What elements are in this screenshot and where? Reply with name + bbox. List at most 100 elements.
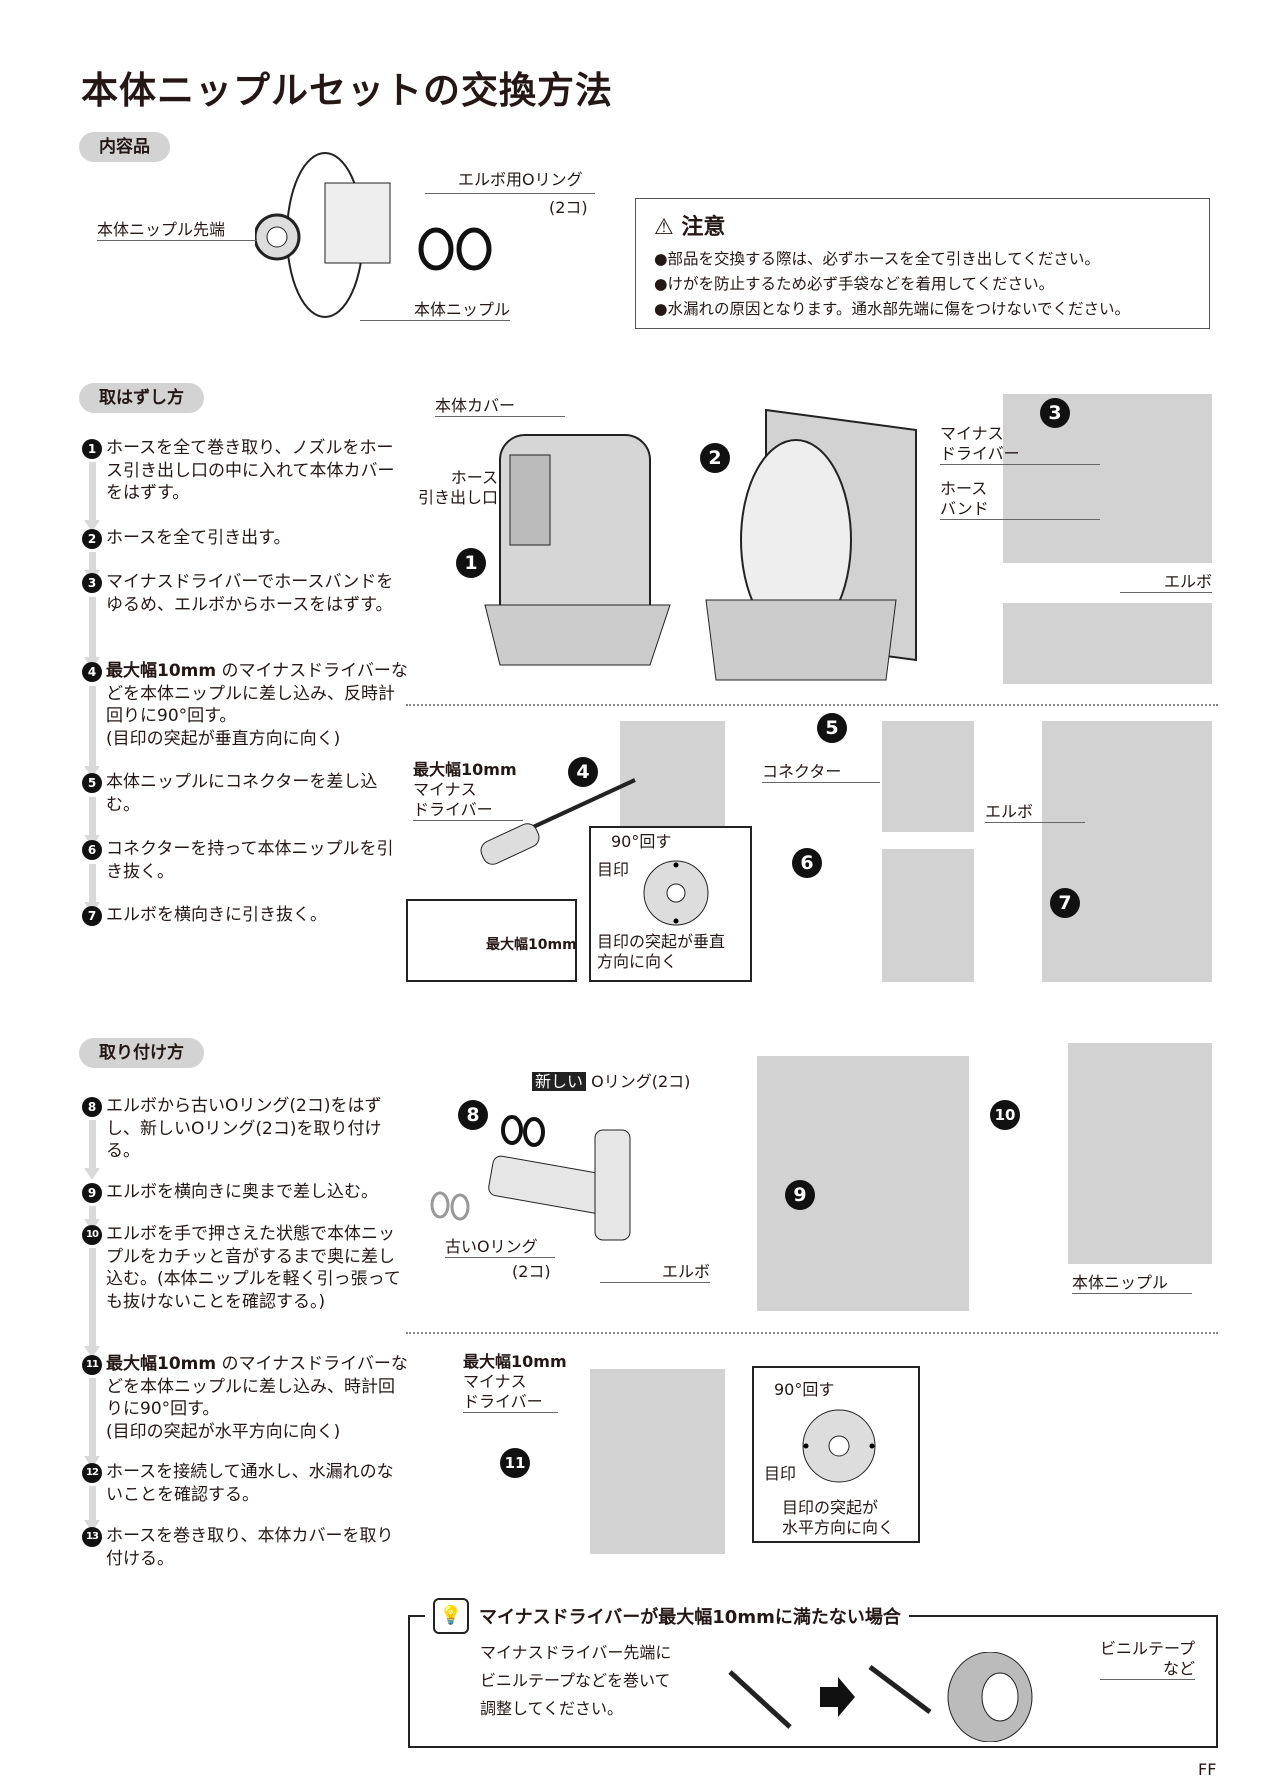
lightbulb-icon: 💡 — [433, 1598, 469, 1634]
nipple-illustration — [255, 152, 391, 318]
nipple-face-icon — [802, 1409, 876, 1483]
element: 本体ニップルにコネクターを差し込む。 — [106, 772, 378, 815]
element — [828, 1435, 850, 1457]
element — [666, 883, 686, 903]
page-title: 本体ニップルセットの交換方法 — [81, 69, 613, 112]
element: 最大幅10mm — [486, 937, 577, 953]
nipple-rotate-illustration — [620, 721, 725, 841]
element: 最大幅10mm — [106, 1354, 217, 1374]
element: 目印の突起が垂直 — [597, 932, 726, 951]
hose-reel-cover-illustration — [484, 434, 671, 666]
nipple-insert-illustration — [1068, 1043, 1212, 1264]
element: ホース — [940, 479, 988, 498]
element: ホースを接続して通水し、水漏れのないことを確認する。 — [106, 1462, 394, 1505]
step-number: 1 — [82, 439, 102, 459]
element: など — [1162, 1659, 1195, 1678]
step-badge-8: 8 — [458, 1100, 488, 1130]
element: マイナスドライバーでホースバンドをゆるめ、エルボからホースをはずす。 — [106, 572, 394, 615]
step-number: 8 — [82, 1097, 102, 1117]
removal-heading: 取はずし方 — [79, 383, 204, 413]
step-number: 9 — [82, 1183, 102, 1203]
element: ホースを全て引き出す。 — [106, 528, 291, 548]
element: のマイナスドライバーなどを本体ニップルに差し込み、反時計回りに90°回す。 — [106, 661, 408, 726]
step-number: 7 — [82, 906, 102, 926]
step-badge-9: 9 — [785, 1180, 815, 1210]
element: ビニルテープなどを巻いて — [480, 1671, 671, 1690]
step-badge-4: 4 — [568, 757, 598, 787]
element: ホースを全て巻き取り、ノズルをホース引き出し口の中に入れて本体カバーをはずす。 — [106, 438, 395, 503]
element: マイナス — [413, 780, 477, 799]
mark-vertical-detail: 90°回す 目印 目印の突起が垂直 方向に向く — [589, 826, 752, 982]
element: エルボから古いOリング(2コ)をはずし、新しいOリング(2コ)を取り付ける。 — [106, 1096, 382, 1161]
element — [324, 182, 391, 264]
element: エルボを手で押さえた状態で本体ニップルをカチッと音がするまで奥に差し込む。(本体… — [106, 1224, 401, 1312]
step-number: 10 — [82, 1225, 102, 1245]
element: 引き出し口 — [417, 488, 498, 507]
element: 90°回す — [611, 832, 672, 851]
caution-item: ●水漏れの原因となります。通水部先端に傷をつけないでください。 — [654, 300, 1131, 318]
elbow-pull-illustration — [1042, 721, 1212, 982]
step-badge-10: 10 — [990, 1100, 1020, 1130]
step-number: 13 — [82, 1527, 102, 1547]
page-code: FF — [1198, 1760, 1217, 1779]
element — [488, 1155, 612, 1215]
divider — [406, 1332, 1218, 1334]
blade-width-detail: 最大幅10mm — [406, 899, 577, 982]
element — [803, 1443, 809, 1449]
element: 最大幅10mm — [413, 760, 517, 779]
element — [456, 227, 492, 271]
step-number: 11 — [82, 1355, 102, 1375]
element: 方向に向く — [597, 952, 678, 971]
element: Oリング(2コ) — [591, 1072, 691, 1091]
element: マイナスドライバーが最大幅10mmに満たない場合 — [479, 1607, 901, 1628]
element: バンド — [940, 499, 989, 518]
step-badge-6: 6 — [792, 848, 822, 878]
element — [523, 1117, 545, 1147]
element: エルボを横向きに引き抜く。 — [106, 905, 327, 925]
connector-pull-illustration — [882, 849, 974, 982]
element: ドライバー — [940, 444, 1020, 463]
element: (目印の突起が垂直方向に向く) — [106, 728, 341, 749]
nipple-rotate-cw-illustration — [590, 1369, 725, 1554]
element — [673, 862, 679, 868]
step-flow-arrow — [84, 1120, 100, 1180]
oring-leader — [425, 193, 595, 194]
step-number: 6 — [82, 840, 102, 860]
step-badge-11: 11 — [500, 1448, 530, 1478]
step-flow-arrow — [84, 552, 100, 582]
element — [705, 599, 897, 681]
nipple-tip-label: 本体ニップル先端 — [97, 220, 257, 241]
screwdriver-icon — [480, 778, 636, 865]
cover-label: 本体カバー — [435, 396, 565, 417]
step-badge-7: 7 — [1050, 888, 1080, 918]
hose-reel-open-illustration — [705, 408, 917, 681]
element — [484, 604, 671, 666]
element: 調整してください。 — [480, 1699, 624, 1718]
hose-outlet-label: ホース引き出し口 — [412, 468, 498, 508]
step-number: 5 — [82, 773, 102, 793]
element: 目印 — [764, 1464, 797, 1483]
old-oring-label: 古いOリング — [445, 1237, 555, 1258]
elbow-label-3: エルボ — [600, 1262, 710, 1283]
element — [450, 1193, 470, 1221]
element: のマイナスドライバーなどを本体ニップルに差し込み、時計回りに90°回す。 — [106, 1354, 408, 1419]
divider — [406, 704, 1218, 706]
mark-horizontal-detail: 90°回す 目印 目印の突起が 水平方向に向く — [752, 1366, 920, 1543]
element: 90°回す — [774, 1380, 835, 1399]
elbow-remove-illustration — [1003, 603, 1212, 684]
element: 目印 — [597, 860, 630, 879]
connector-label: コネクター — [762, 762, 880, 783]
step-flow-arrow — [84, 1206, 100, 1231]
element — [418, 227, 454, 271]
step-badge-3: 3 — [1040, 398, 1070, 428]
